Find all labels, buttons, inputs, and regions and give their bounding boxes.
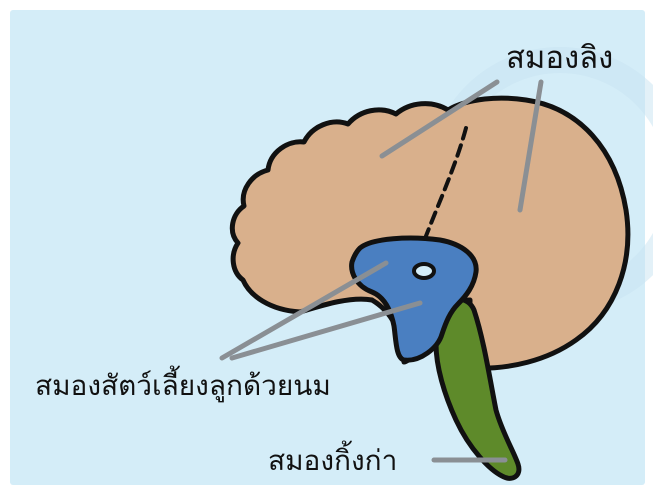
label-mammal-brain: สมองสัตว์เลี้ยงลูกด้วยนม [35, 365, 331, 403]
label-monkey-brain: สมองลิง [506, 40, 613, 76]
label-reptile-brain: สมองกิ้งก่า [268, 440, 397, 477]
leader-line-mammal-lower [232, 303, 420, 358]
limbic-hollow [414, 264, 434, 278]
